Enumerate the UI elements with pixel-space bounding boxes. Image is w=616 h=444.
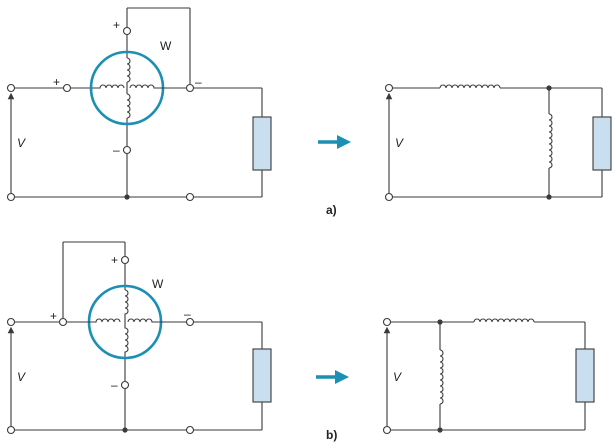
caption-b: b) — [326, 428, 337, 442]
load-resistor-a — [252, 116, 272, 171]
series-coil-b — [473, 318, 535, 323]
current-coil-a — [92, 84, 162, 89]
meter-label-a: W — [160, 39, 172, 53]
voltage-label-a-eq: V — [395, 136, 404, 150]
plus-left-b: + — [50, 309, 57, 323]
shunt-coil-a — [548, 113, 553, 169]
plus-left-a: + — [53, 75, 60, 89]
voltage-label-b-eq: V — [393, 370, 402, 384]
diagram-b-wattmeter-circuit: + + – – W V — [6, 241, 272, 435]
minus-right-a: – — [195, 75, 202, 89]
shunt-coil-b — [439, 349, 444, 405]
diagram-a-equivalent-circuit: V — [384, 83, 612, 202]
voltage-label-b: V — [17, 370, 26, 384]
voltage-label-a: V — [17, 136, 26, 150]
caption-a: a) — [326, 203, 337, 217]
voltage-coil-b — [124, 289, 129, 354]
series-coil-a — [439, 84, 501, 89]
diagram-a-wattmeter-circuit: + + – – W V — [6, 7, 272, 202]
minus-right-b: – — [184, 307, 191, 321]
load-resistor-a-eq — [592, 116, 612, 171]
load-resistor-b-eq — [575, 348, 595, 403]
minus-bottom-a: – — [113, 143, 120, 157]
plus-top-b: + — [111, 253, 118, 267]
current-coil-b — [88, 318, 186, 323]
voltage-coil-a — [126, 57, 131, 119]
minus-bottom-b: – — [111, 378, 118, 392]
plus-top-a: + — [113, 18, 120, 32]
meter-label-b: W — [152, 277, 164, 291]
diagram-b-equivalent-circuit: V — [382, 317, 595, 435]
load-resistor-b — [252, 348, 272, 403]
